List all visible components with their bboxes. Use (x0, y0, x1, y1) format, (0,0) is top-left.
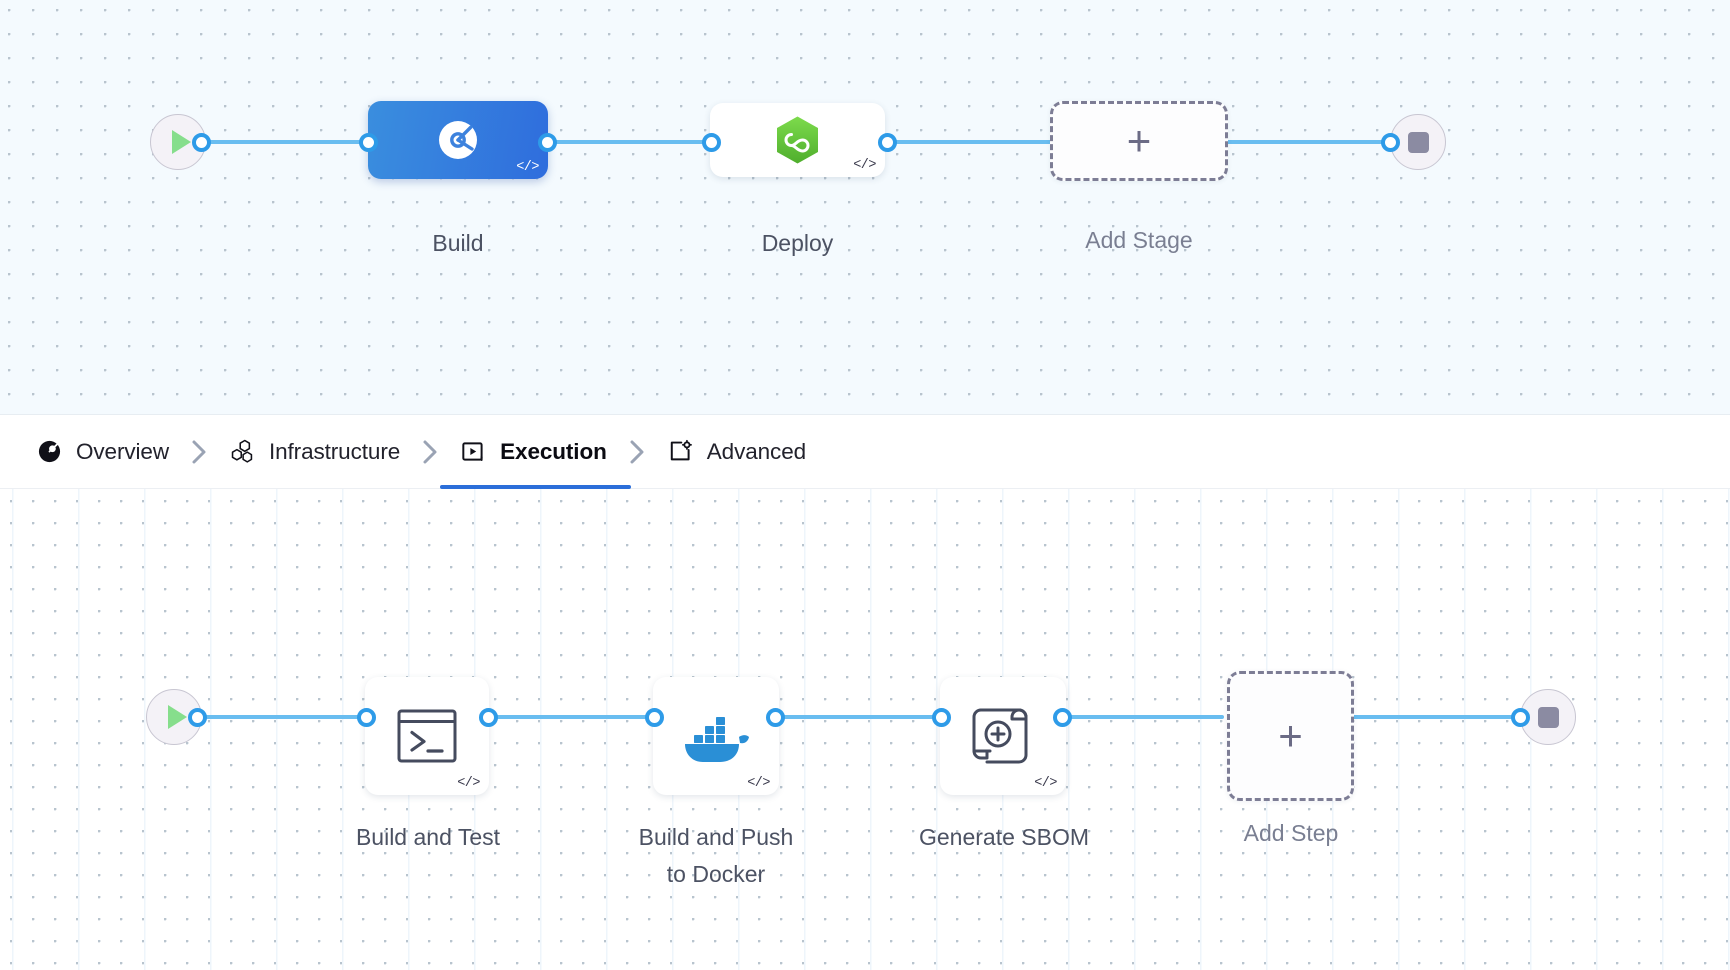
tab-execution[interactable]: Execution (440, 415, 631, 489)
stage-label-deploy: Deploy (761, 230, 834, 256)
tab-separator (402, 437, 458, 467)
steps-end-in-port[interactable] (1511, 708, 1530, 727)
docker-out-port[interactable] (766, 708, 785, 727)
add-step-label: Add Step (1243, 820, 1339, 846)
tab-overview[interactable]: Overview (34, 415, 171, 489)
pipeline-overview-icon (38, 440, 61, 463)
tab-overview-label: Overview (76, 438, 169, 464)
stage-label-build: Build (432, 230, 484, 256)
code-badge-icon[interactable]: </> (853, 157, 876, 173)
stop-icon (1407, 131, 1429, 153)
add-step-button[interactable]: + (1227, 671, 1354, 801)
add-stage-button[interactable]: + (1050, 101, 1228, 181)
step-node-build-and-push-to-docker[interactable]: </> (653, 677, 779, 795)
stop-icon (1537, 706, 1559, 728)
plus-icon: + (1126, 117, 1152, 164)
tab-advanced[interactable]: Advanced (665, 415, 808, 489)
add-stage-label: Add Stage (1085, 227, 1193, 253)
terminal-icon (397, 709, 457, 763)
sbom-out-port[interactable] (1053, 708, 1072, 727)
tab-infrastructure-label: Infrastructure (268, 438, 401, 464)
play-icon (171, 130, 191, 154)
edge-addstep-to-end (1352, 715, 1524, 719)
docker-in-port[interactable] (645, 708, 664, 727)
edge-sbom-to-addstep (1052, 715, 1224, 719)
tab-separator (171, 437, 227, 467)
cd-hexagon-icon (777, 116, 818, 164)
stages-start-out-port[interactable] (192, 133, 211, 152)
tab-advanced-label: Advanced (706, 438, 807, 464)
tab-infrastructure[interactable]: Infrastructure (227, 415, 402, 489)
code-badge-icon[interactable]: </> (747, 775, 770, 791)
build-out-port[interactable] (538, 133, 557, 152)
build-in-port[interactable] (359, 133, 378, 152)
tab-separator (609, 437, 665, 467)
edge-build-to-deploy (540, 140, 720, 144)
code-badge-icon[interactable]: </> (457, 775, 480, 791)
edge-start-to-build (200, 140, 368, 144)
edge-docker-to-sbom (765, 715, 945, 719)
steps-canvas[interactable]: </> Build and Test </> Bu (0, 489, 1730, 970)
step-node-generate-sbom[interactable]: </> (940, 677, 1066, 795)
step-node-build-and-test[interactable]: </> (365, 677, 489, 795)
tab-execution-label: Execution (500, 438, 607, 464)
step-label-build-and-push-to-docker: Build and Push to Docker (638, 824, 794, 888)
edge-buildtest-to-docker (480, 715, 655, 719)
sbom-in-port[interactable] (932, 708, 951, 727)
buildtest-out-port[interactable] (479, 708, 498, 727)
step-label-generate-sbom: Generate SBOM (918, 824, 1090, 850)
edge-deploy-to-addstage (880, 140, 1060, 144)
code-badge-icon[interactable]: </> (516, 159, 539, 175)
code-badge-icon[interactable]: </> (1034, 775, 1057, 791)
play-icon (167, 705, 187, 729)
settings-card-icon (670, 439, 692, 461)
deploy-out-port[interactable] (878, 133, 897, 152)
stages-end-in-port[interactable] (1381, 133, 1400, 152)
steps-start-out-port[interactable] (188, 708, 207, 727)
ci-pie-icon (439, 121, 477, 159)
plus-icon: + (1278, 712, 1303, 759)
stages-canvas[interactable]: </> Build </> Deploy + (0, 0, 1730, 415)
hexagon-cluster-icon (231, 439, 253, 463)
play-box-icon (462, 442, 483, 462)
edge-addstage-to-end (1222, 140, 1402, 144)
stage-node-deploy[interactable]: </> (710, 103, 885, 177)
docker-icon (685, 717, 749, 762)
step-label-build-and-test: Build and Test (355, 824, 501, 850)
edge-start-to-buildtest (196, 715, 366, 719)
deploy-in-port[interactable] (702, 133, 721, 152)
stage-config-tabbar[interactable]: Overview Infrastructure (0, 415, 1730, 489)
stage-node-build[interactable]: </> (368, 101, 548, 179)
buildtest-in-port[interactable] (357, 708, 376, 727)
sbom-scroll-icon (972, 708, 1028, 764)
